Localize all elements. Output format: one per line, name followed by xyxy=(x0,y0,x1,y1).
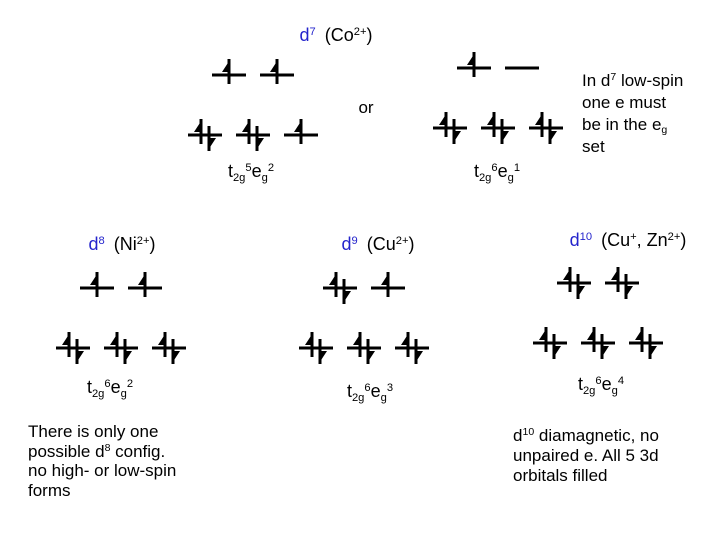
d8-ion: (Ni2+) xyxy=(113,234,156,254)
d9-symbol: d9 xyxy=(341,234,358,254)
note-line: be in the eg xyxy=(582,115,668,137)
d7-high-spin-config-label: t2g5eg2 xyxy=(227,161,275,184)
or-label: or xyxy=(358,98,374,117)
note-line: possible d8 config. xyxy=(28,441,166,461)
d9-ion: (Cu2+) xyxy=(366,234,415,254)
d7-symbol: d7 xyxy=(299,25,316,45)
d10-config-label: t2g6eg4 xyxy=(577,374,625,397)
d8-symbol: d8 xyxy=(88,234,105,254)
note-line: orbitals filled xyxy=(513,466,608,485)
d10-note: d10 diamagnetic, no unpaired e. All 5 3d… xyxy=(513,426,659,486)
d7-title: d7 (Co2+) xyxy=(251,25,421,46)
d10-orbital-diagram xyxy=(533,267,663,359)
d8-config-label: t2g6eg2 xyxy=(86,377,134,400)
d7-low-spin-orbital-diagram xyxy=(433,52,563,144)
note-line: no high- or low-spin xyxy=(28,461,177,480)
d7-low-spin-config-label: t2g6eg1 xyxy=(473,161,521,184)
d7-ion: (Co2+) xyxy=(324,25,373,45)
d10-symbol: d10 xyxy=(569,230,593,250)
note-line: set xyxy=(582,137,605,156)
note-line: forms xyxy=(28,480,71,500)
d7-high-spin-orbital-diagram xyxy=(188,59,318,151)
d8-orbital-diagram xyxy=(56,272,186,364)
d8-note: There is only one possible d8 config. no… xyxy=(28,422,176,500)
d9-config-label: t2g6eg3 xyxy=(346,381,394,404)
d10-title: d10 (Cu+, Zn2+) xyxy=(538,230,718,251)
note-line: unpaired e. All 5 3d xyxy=(513,446,659,465)
note-line: In d7 low-spin xyxy=(582,71,684,90)
d7-low-spin-note: In d7 low-spin one e must be in the eg s… xyxy=(582,70,683,158)
d9-orbital-diagram xyxy=(299,272,429,364)
note-line: d10 diamagnetic, no xyxy=(513,426,659,445)
d10-ion: (Cu+, Zn2+) xyxy=(601,230,687,250)
d9-title: d9 (Cu2+) xyxy=(293,234,463,255)
d8-title: d8 (Ni2+) xyxy=(37,234,207,255)
note-line: one e must xyxy=(582,93,667,112)
note-line: There is only one xyxy=(28,422,159,441)
